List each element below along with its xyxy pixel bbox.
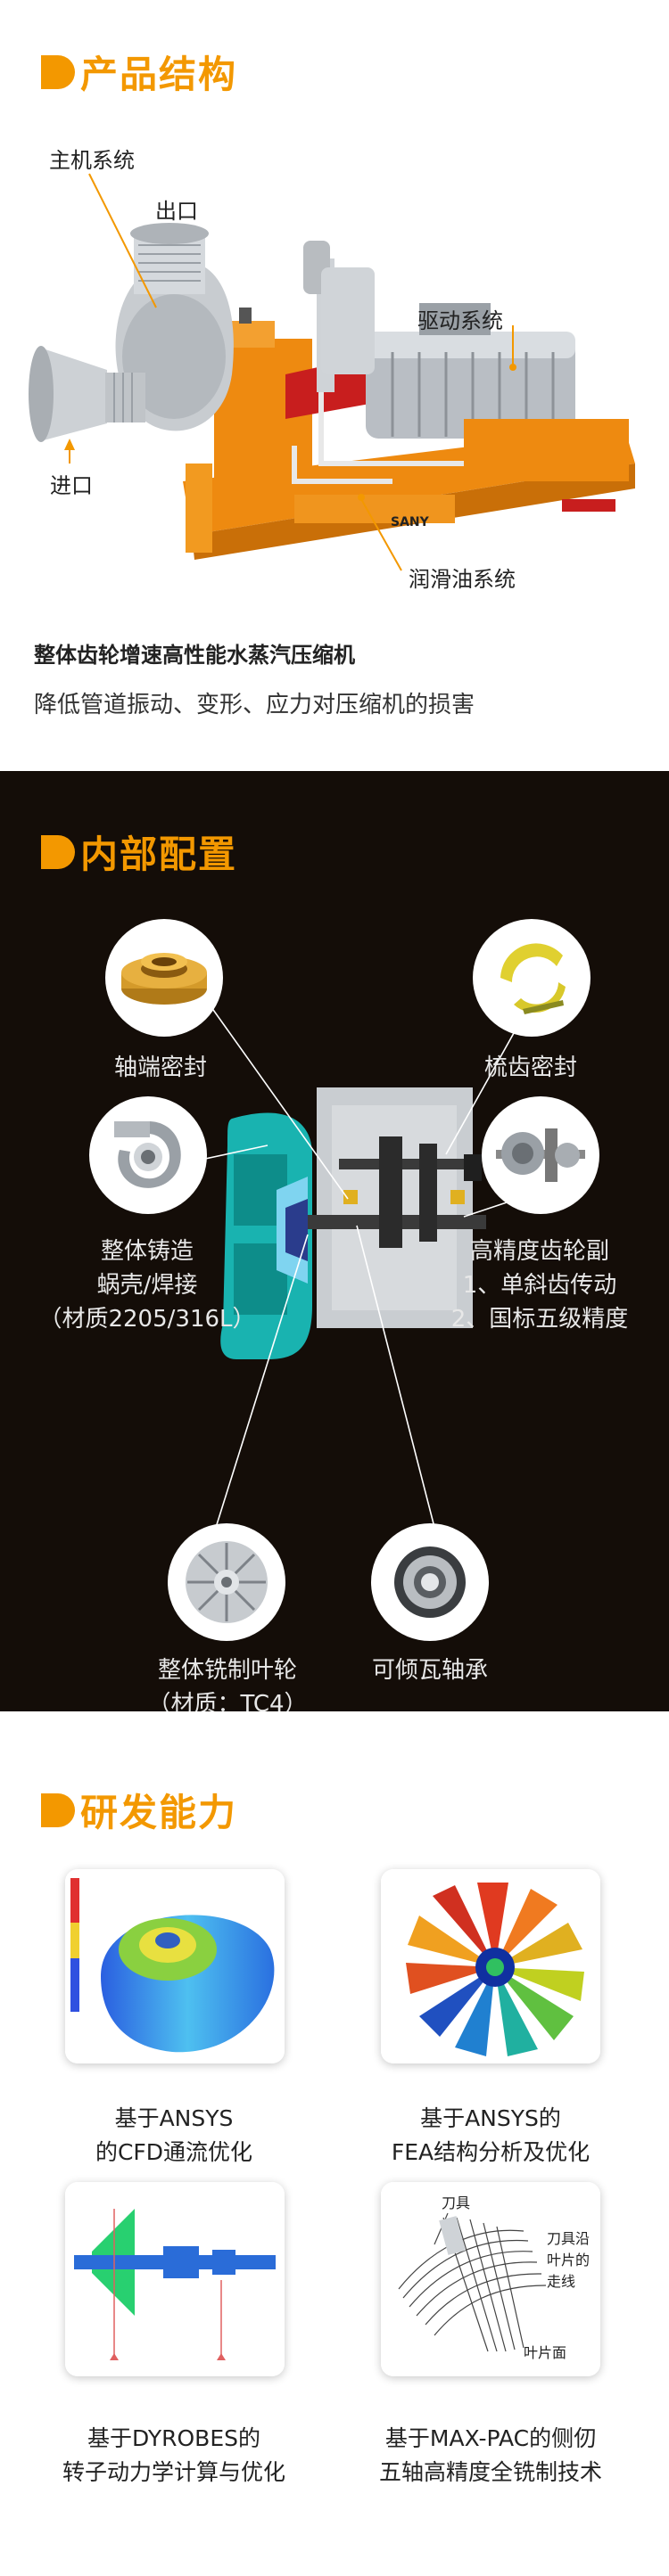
gear-pair-image [482,1096,599,1214]
product-headline: 整体齿轮增速高性能水蒸汽压缩机 [34,643,355,668]
product-structure-section: 产品结构 [0,0,669,771]
cutter-label-blade: 叶片面 [524,2344,567,2361]
title-bullet-icon [41,834,75,869]
sany-logo: SANY [391,515,429,529]
label-comb-seal: 梳齿密封 [483,1054,577,1081]
label-main-system: 主机系统 [49,148,135,173]
cutter-label-path: 刀具沿 叶片的 走线 [547,2230,591,2290]
label-gear-pair: 高精度齿轮副 1、单斜齿传动 2、国标五级精度 [450,1238,629,1333]
section-title-internal: 内部配置 [41,824,237,879]
card-cfd [65,1869,285,2063]
fea-simulation-image [381,1869,600,2063]
comb-seal-image [473,919,591,1037]
tool-path-image [381,2182,600,2376]
cutter-label-tool: 刀具 [442,2195,471,2211]
section-title-structure: 产品结构 [41,45,237,99]
tilting-pad-bearing-image [371,1523,489,1641]
caption-fea: 基于ANSYS的 FEA结构分析及优化 [391,2105,591,2165]
product-subline: 降低管道振动、变形、应力对压缩机的损害 [34,692,475,718]
label-inlet: 进口 [50,473,93,498]
label-drive-system: 驱动系统 [417,308,503,333]
label-lube-system: 润滑油系统 [409,567,516,592]
volute-image [89,1096,207,1214]
compressor-illustration [29,173,635,571]
impeller-image [168,1523,285,1641]
caption-cfd: 基于ANSYS 的CFD通流优化 [95,2105,253,2165]
label-shaft-seal: 轴端密封 [113,1054,207,1081]
cfd-simulation-image [65,1869,285,2063]
card-rotor-dynamics [65,2182,285,2376]
caption-five-axis-milling: 基于MAX-PAC的侧仞 五轴高精度全铣制技术 [378,2425,602,2485]
section-title-rnd: 研发能力 [41,1783,237,1837]
label-outlet: 出口 [155,199,198,224]
shaft-seal-image [105,919,223,1037]
label-volute: 整体铸造 蜗壳/焊接 （材质2205/316L） [38,1238,256,1333]
title-bullet-icon [41,1793,75,1827]
internal-diagram [142,1000,532,1538]
internal-config-section: 内部配置 [0,771,669,1718]
rnd-capability-section: 研发能力 [0,1711,669,2576]
title-bullet-icon [41,54,75,89]
rotor-dynamics-image [65,2182,285,2376]
card-fea [381,1869,600,2063]
caption-rotor-dynamics: 基于DYROBES的 转子动力学计算与优化 [62,2425,285,2485]
card-five-axis-milling: 刀具 刀具沿 叶片的 走线 叶片面 [381,2182,600,2376]
label-bearing: 可倾瓦轴承 [371,1657,488,1684]
